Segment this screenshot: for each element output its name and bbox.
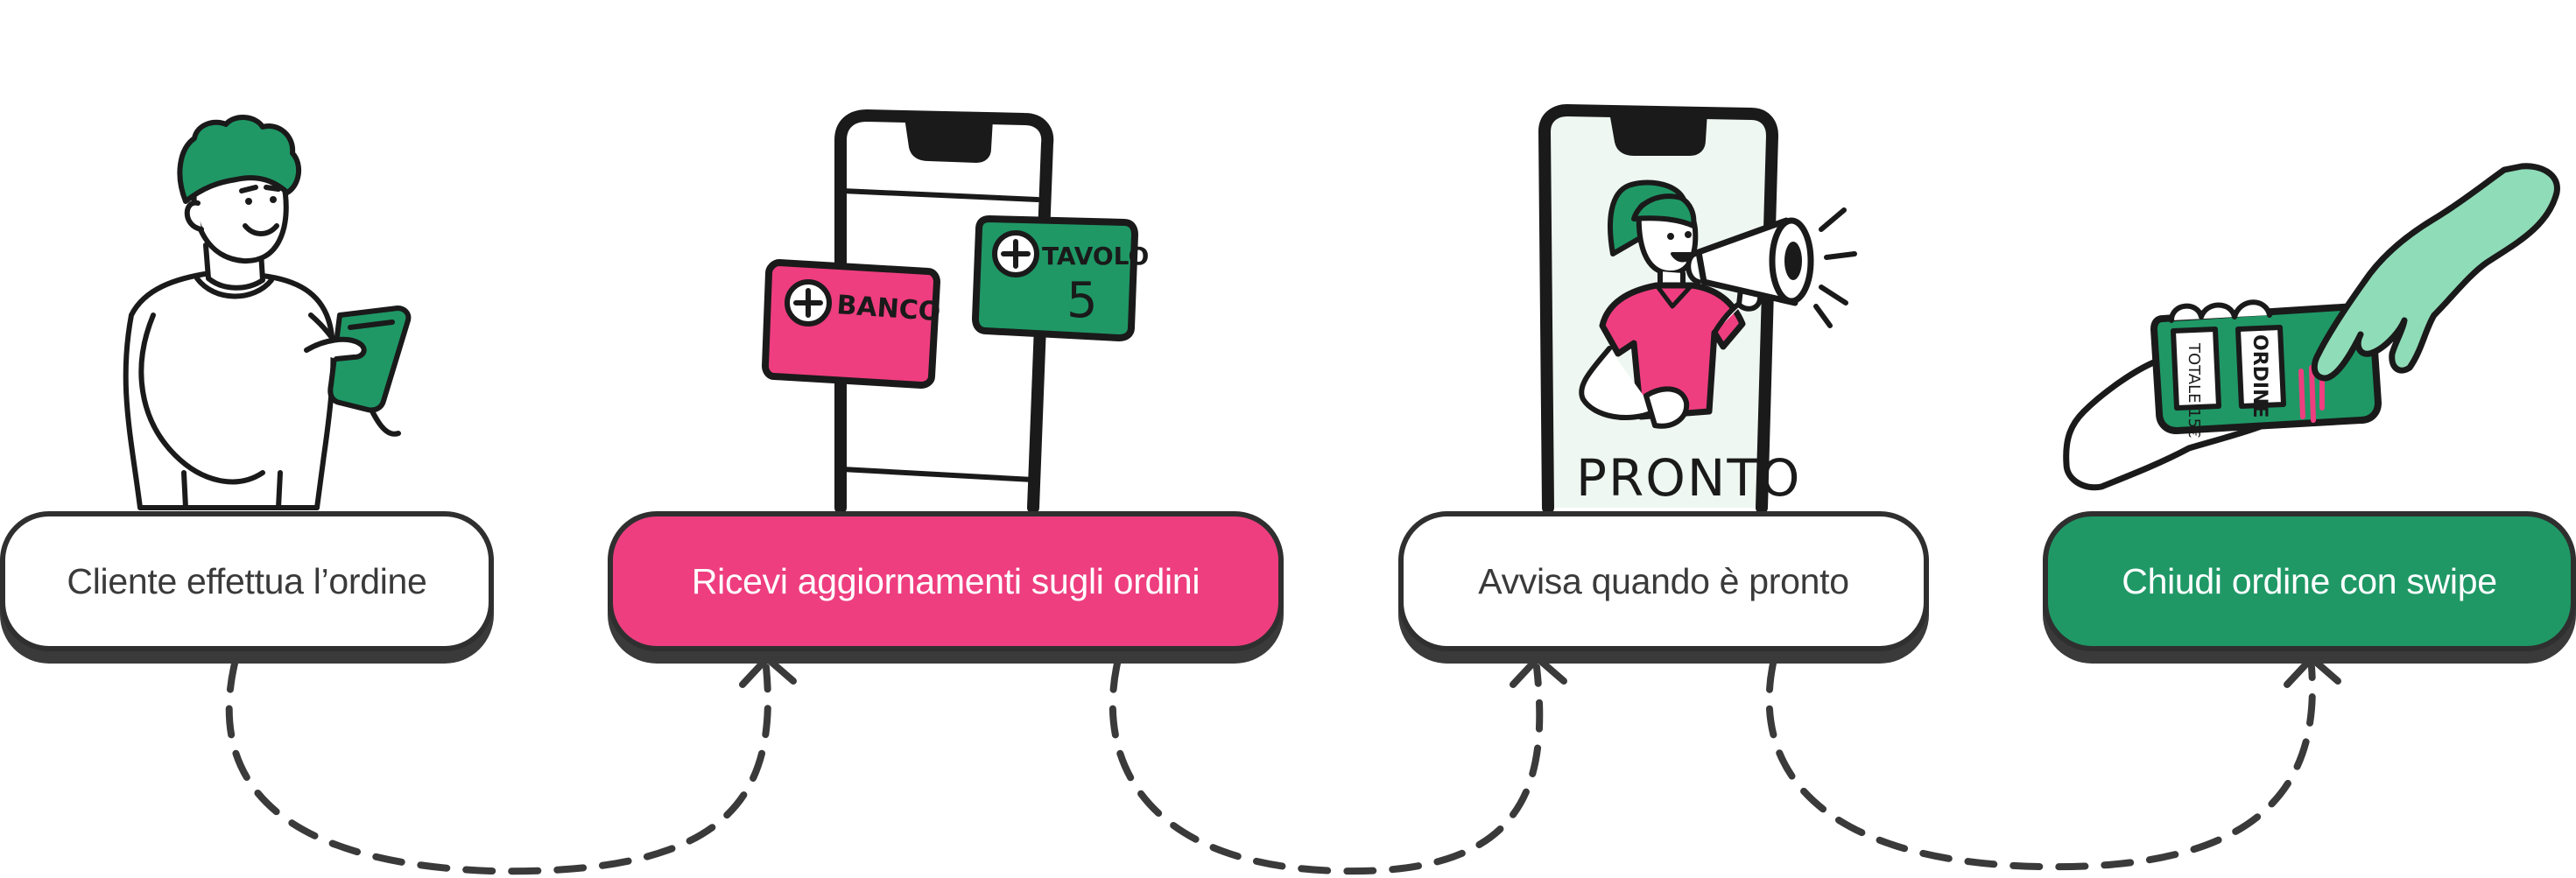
step-4-label: Chiudi ordine con swipe (2122, 560, 2497, 601)
arrowhead-3 (2284, 655, 2341, 688)
card-tavolo-label: TAVOLO (1042, 242, 1149, 270)
illustration-phone-megaphone: PRONTO (1538, 104, 1857, 514)
arrowhead-1 (739, 655, 797, 688)
illustration-phone-orders: BANCO TAVOLO 5 (762, 109, 1149, 514)
card-tavolo-5: TAVOLO 5 (972, 215, 1149, 341)
step-3-label: Avvisa quando è pronto (1478, 560, 1849, 601)
connector-3-to-4 (1765, 660, 2316, 871)
card-banco: BANCO (762, 259, 941, 389)
step-3-pill: Avvisa quando è pronto (1398, 511, 1929, 651)
ticket-ordine: ORDINE (2249, 334, 2270, 418)
ticket-totale: TOTALE 15€ (2185, 342, 2203, 439)
card-banco-label: BANCO (835, 290, 941, 327)
arrowhead-2 (1510, 655, 1567, 688)
pronto-label: PRONTO (1576, 448, 1801, 508)
step-4-pill: Chiudi ordine con swipe (2043, 511, 2576, 651)
card-tavolo-number: 5 (1066, 272, 1098, 329)
step-1-label: Cliente effettua l’ordine (67, 560, 427, 601)
step-2-pill: Ricevi aggiornamenti sugli ordini (608, 511, 1284, 651)
step-2-label: Ricevi aggiornamenti sugli ordini (691, 560, 1200, 601)
connector-2-to-3 (1109, 660, 1544, 875)
connector-1-to-2 (225, 660, 771, 875)
connectors (225, 660, 2316, 875)
illustration-person-ordering (123, 115, 412, 510)
step-1-pill: Cliente effettua l’ordine (0, 511, 494, 651)
illustration-hands-swipe: TOTALE 15€ ORDINE (2063, 163, 2560, 491)
arrowheads (739, 655, 2341, 688)
